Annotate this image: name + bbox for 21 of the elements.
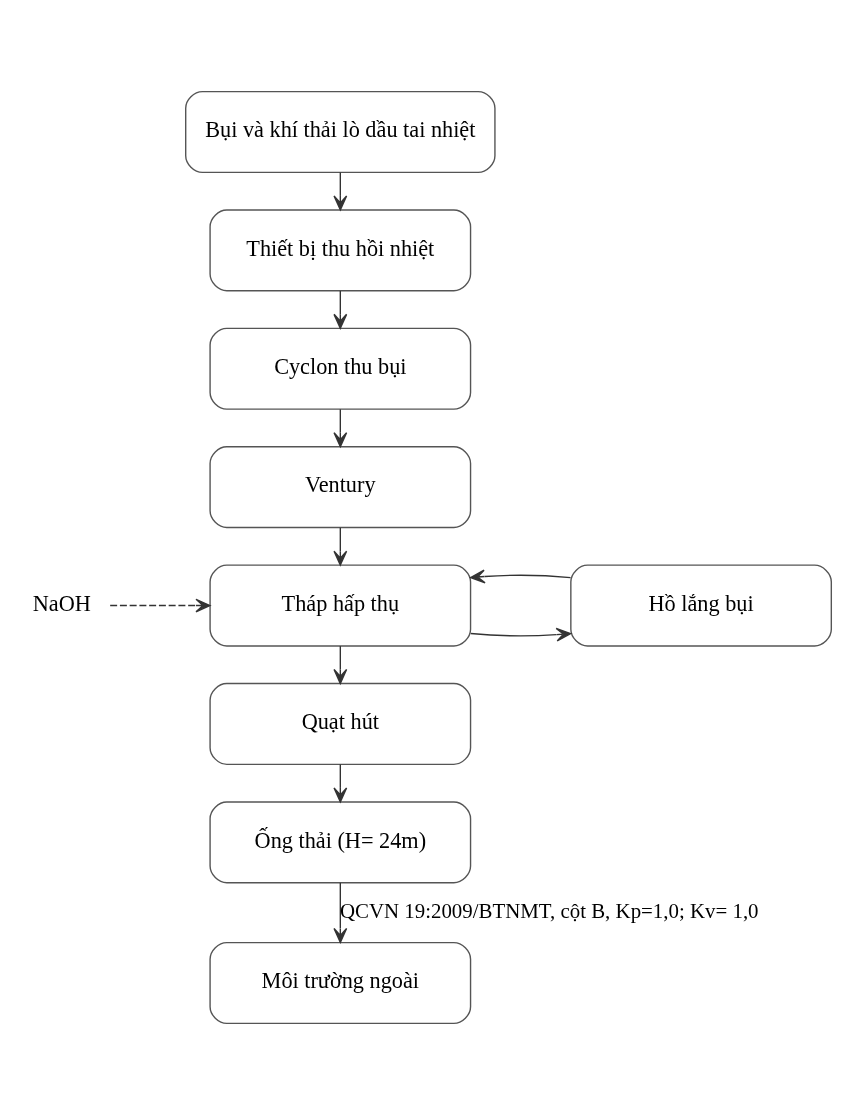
arrow [333,408,348,448]
arrow [333,290,348,329]
arrow [333,645,348,685]
node-box: Thiết bị thu hồi nhiệt [209,209,472,292]
arrow [333,527,348,566]
edge-label: QCVN 19:2009/BTNMT, cột B, Kp=1,0; Kv= 1,0 [339,898,759,923]
arrow [109,598,211,613]
arrow [333,763,348,803]
node-box: Cyclon thu bụi [209,327,472,410]
arrow [469,627,572,642]
arrow [469,569,572,584]
node-box: Tháp hấp thụ [209,564,472,647]
node-box: Ống thải (H= 24m) [209,801,472,884]
node-box: Quạt hút [209,682,472,766]
node-box: Hồ lắng bụi [570,564,832,647]
node-box: Bụi và khí thải lò dầu tai nhiệt [185,90,496,174]
node-text: NaOH [32,590,91,616]
node-box: Ventury [209,446,472,529]
arrow [333,171,348,211]
node-box: Môi trường ngoài [209,941,472,1025]
arrow [333,882,348,944]
